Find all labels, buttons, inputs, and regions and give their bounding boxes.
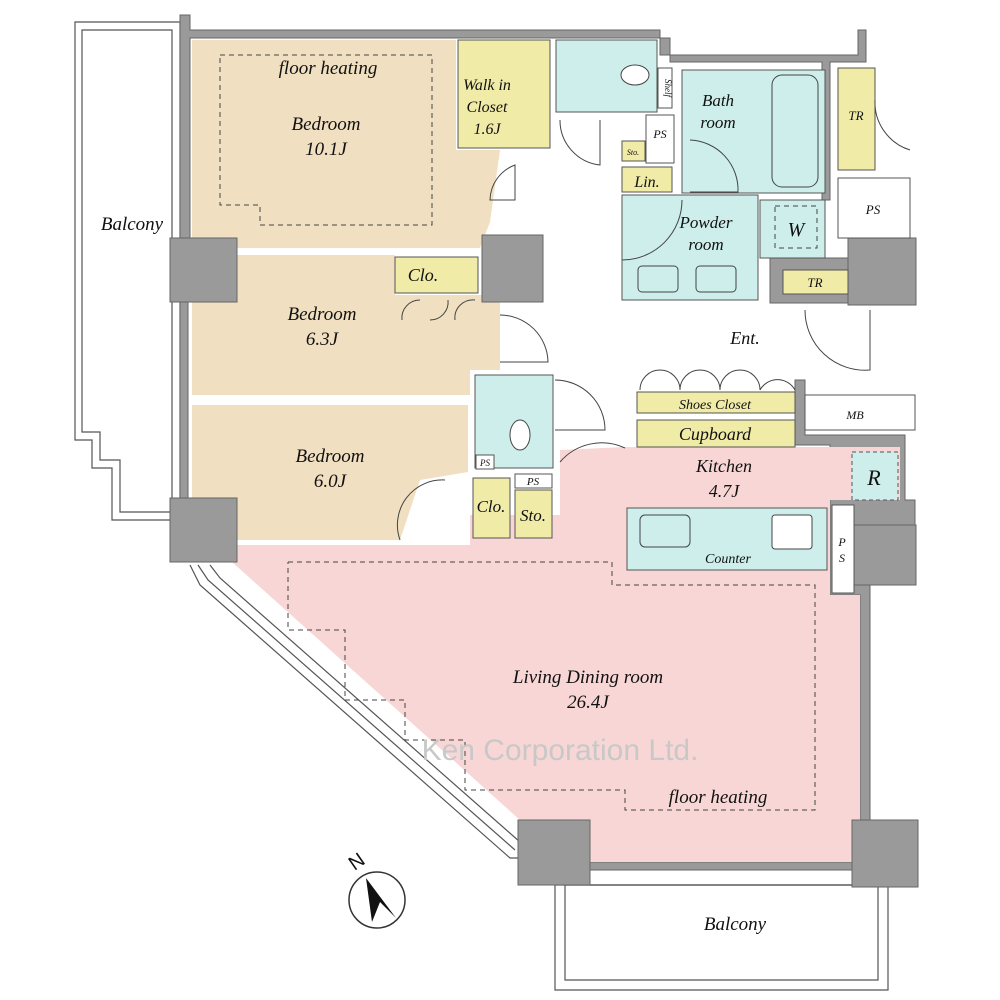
pipe-space-5-label-s: S [839,551,845,565]
meter-box-label: MB [845,408,864,422]
pipe-space-5 [831,504,855,594]
bedroom-3-name: Bedroom [296,446,365,467]
living-name: Living Dining room [512,667,663,688]
bedroom-closet-label: Clo. [408,265,439,285]
bath-label-2: room [700,113,735,132]
doors [396,99,911,541]
bedroom-2-size: 6.3J [306,329,340,350]
bedroom-3-size: 6.0J [314,471,348,492]
compass-north-label: N [345,849,369,875]
pipe-space-2 [475,454,495,470]
walk-in-closet-line1: Walk in [463,77,511,94]
trunk-room-1-label: TR [848,108,863,123]
counter-label: Counter [705,552,751,567]
closet-2 [472,477,511,539]
kitchen-size: 4.7J [709,481,741,501]
washer-dashed-outline [774,205,818,249]
kitchen-name: Kitchen [695,456,752,476]
storage-small [621,140,646,162]
bedroom-3-floor [192,405,468,540]
columns [169,234,919,888]
storage-2-label: Sto. [520,506,546,525]
trunk-room-2-label: TR [807,275,822,290]
pipe-space-1 [645,114,675,164]
shoes-closet-label: Shoes Closet [679,398,752,413]
bedroom-1-heating-note: floor heating [279,58,378,79]
shelf-label: Shelf [663,79,673,98]
kitchen-sink-icon [639,514,691,548]
meter-box [804,394,916,431]
pipe-space-3-label: PS [526,476,540,488]
sink-icon [637,265,679,293]
cupboard [636,419,796,448]
linen-label: Lin. [633,174,659,191]
watermark: Ken Corporation Ltd. [422,734,699,767]
entrance-label: Ent. [729,328,760,348]
walk-in-closet [457,39,551,149]
linen-closet [621,166,673,193]
walk-in-closet-line2: Closet [467,99,508,116]
bedroom-2-name: Bedroom [288,304,357,325]
bedroom-1-name: Bedroom [292,114,361,135]
balcony-west: Balcony [74,21,181,521]
refrigerator-label: R [866,465,881,490]
shoes-closet [636,391,796,414]
toilet-icon [509,419,531,451]
storage-small-label: Sto. [627,148,639,157]
balcony-south: Balcony [554,884,889,991]
bedroom-1-size: 10.1J [305,139,348,160]
bathtub-icon [771,74,819,188]
living-heating-note: floor heating [669,787,768,808]
pipe-space-2-label: PS [479,458,490,468]
floor-heating-area-bedroom [219,54,433,226]
diagonal-window-wall [189,564,521,859]
sink-icon [695,265,737,293]
cupboard-label: Cupboard [679,424,752,444]
shelf [657,67,673,109]
closet-2-label: Clo. [477,497,506,516]
bedroom-1-floor [192,40,500,248]
toilet-2 [474,374,554,469]
floor-heating-area-living [287,561,816,811]
washer-label: W [788,219,807,241]
pipe-space-4 [837,177,911,239]
walk-in-closet-size: 1.6J [473,121,501,138]
balcony-south-label: Balcony [704,914,767,935]
pipe-space-3 [514,473,553,489]
pipe-space-1-label: PS [652,127,666,141]
bath-label-1: Bath [702,91,734,110]
bedroom-2-floor [192,255,500,395]
refrigerator-space [851,451,899,501]
storage-2 [514,489,553,539]
pipe-space-5-label-p: P [837,535,846,549]
toilet-icon [620,64,650,86]
stove-icon [771,514,813,550]
powder-room [621,194,759,301]
trunk-room-2 [782,269,849,295]
powder-label-2: room [688,235,723,254]
trunk-room-1 [837,67,876,171]
compass: N [345,849,406,929]
north-arrow-icon [366,878,396,922]
balcony-west-label: Balcony [101,214,164,235]
bedroom-closet [394,256,479,294]
pipe-space-4-label: PS [865,202,881,217]
powder-label-1: Powder [679,213,733,232]
living-size: 26.4J [567,692,610,713]
